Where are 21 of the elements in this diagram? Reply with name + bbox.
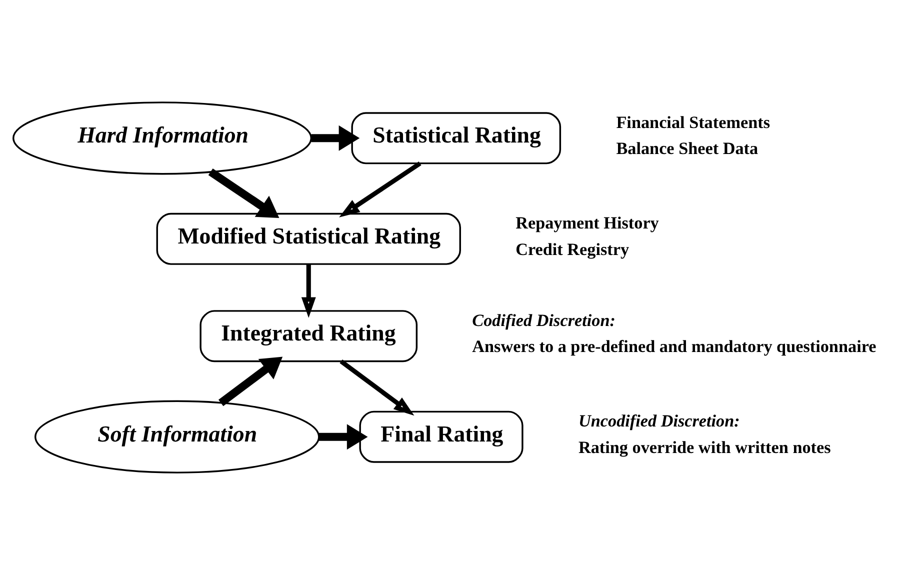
arrow [340, 359, 414, 416]
arrow [301, 264, 316, 318]
node-box: Modified Statistical Rating [156, 212, 461, 264]
label: Answers to a pre-defined and mandatory questionnaire [472, 336, 876, 356]
arrow [218, 356, 283, 406]
label: Balance Sheet Data [616, 138, 758, 158]
arrow [319, 424, 368, 450]
node-box: Integrated Rating [200, 310, 418, 362]
label: Uncodified Discretion: [578, 411, 740, 430]
node-box: Final Rating [359, 410, 524, 462]
arrow [208, 168, 280, 218]
node-ellipse: Soft Information [34, 400, 320, 473]
label: Financial Statements [616, 112, 770, 132]
label: Rating override with written notes [578, 437, 831, 456]
label: Codified Discretion: [472, 310, 616, 330]
arrow [311, 124, 360, 150]
node-box: Statistical Rating [351, 112, 562, 164]
label: Repayment History [516, 213, 659, 232]
node-ellipse: Hard Information [12, 101, 312, 174]
arrow [339, 160, 422, 217]
label: Credit Registry [516, 239, 630, 258]
